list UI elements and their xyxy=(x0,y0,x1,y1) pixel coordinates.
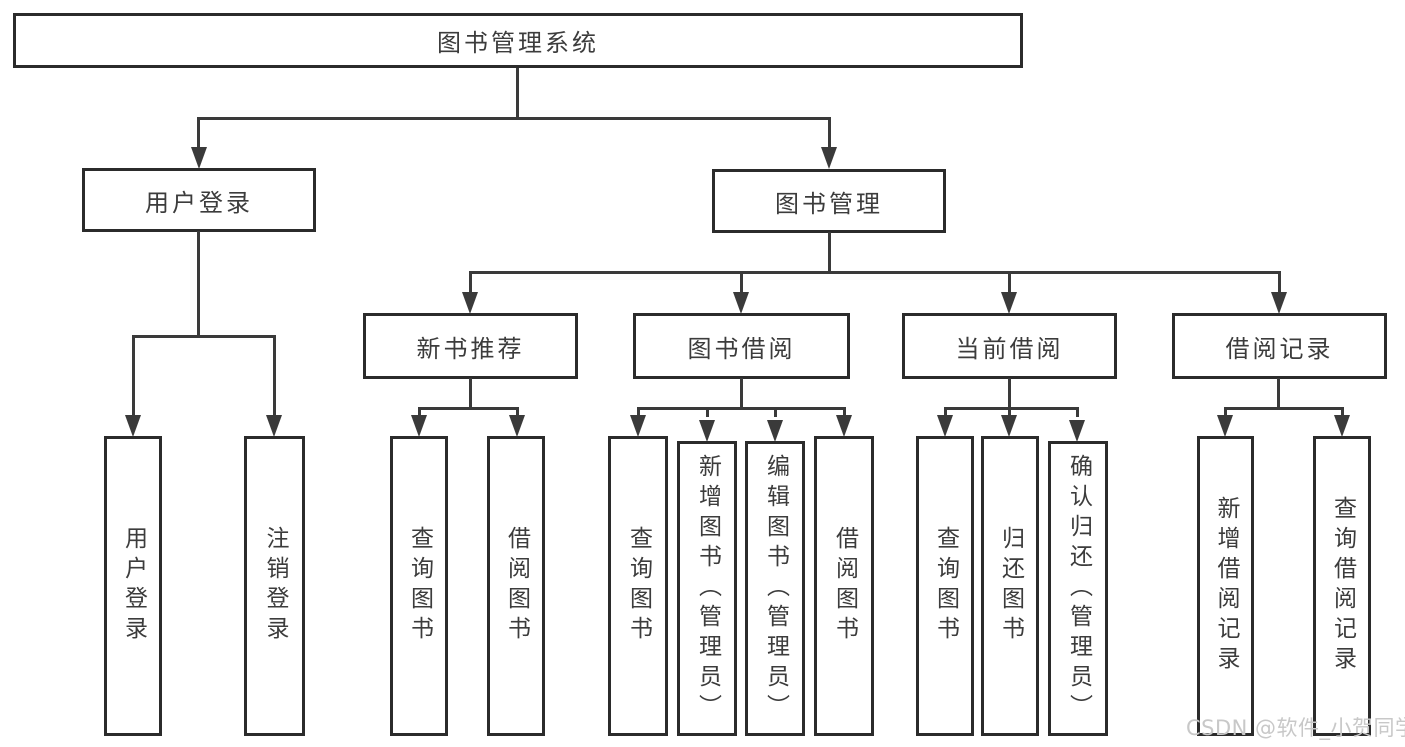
node-book-management-branch: 图书管理 xyxy=(712,169,946,233)
arrow-down-icon xyxy=(937,415,953,437)
connector-user-login-right-stem xyxy=(273,335,276,416)
connector-level2-left-stem xyxy=(197,117,200,149)
arrow-down-icon xyxy=(509,415,525,437)
node-leaf-current-confirm-return: 确认归还（管理员） xyxy=(1048,441,1108,736)
arrow-down-icon xyxy=(836,415,852,437)
node-leaf-records-query-record: 查询借阅记录 xyxy=(1313,436,1371,736)
connector-user-login-left-stem xyxy=(132,335,135,416)
node-leaf-recommend-query-books: 查询图书 xyxy=(390,436,448,736)
node-borrowing-records: 借阅记录 xyxy=(1172,313,1387,379)
connector-level3-stem xyxy=(1008,271,1011,293)
connector-root-stem xyxy=(516,68,519,119)
arrow-down-icon xyxy=(821,147,837,169)
connector-recommend-leaf-stem xyxy=(418,407,421,417)
connector-current-leaf-stem xyxy=(1008,407,1011,417)
arrow-down-icon xyxy=(411,415,427,437)
arrow-down-icon xyxy=(630,415,646,437)
connector-recommend-stem xyxy=(469,378,472,409)
node-leaf-borrowing-add-books: 新增图书（管理员） xyxy=(677,441,737,736)
connector-records-leaf-stem xyxy=(1341,407,1344,417)
arrow-down-icon xyxy=(125,415,141,437)
node-leaf-user-login: 用户登录 xyxy=(104,436,162,736)
connector-recommend-leaf-stem xyxy=(516,407,519,417)
node-leaf-borrowing-edit-books: 编辑图书（管理员） xyxy=(745,441,805,736)
connector-current-stem xyxy=(1008,378,1011,409)
connector-records-hline xyxy=(1224,407,1344,410)
arrow-down-icon xyxy=(462,292,478,314)
connector-level3-stem xyxy=(1278,271,1281,293)
watermark: CSDN @软件_小贺同学 xyxy=(1186,716,1405,740)
node-leaf-current-query-books: 查询图书 xyxy=(916,436,974,736)
connector-level3-stem xyxy=(740,271,743,293)
arrow-down-icon xyxy=(1217,415,1233,437)
node-leaf-borrowing-query-books: 查询图书 xyxy=(608,436,668,736)
connector-recommend-hline xyxy=(418,407,519,410)
node-leaf-current-return-books: 归还图书 xyxy=(981,436,1039,736)
node-leaf-logout: 注销登录 xyxy=(244,436,305,736)
node-current-borrowing: 当前借阅 xyxy=(902,313,1117,379)
connector-user-login-hline xyxy=(132,335,276,338)
connector-borrowing-leaf-stem xyxy=(843,407,846,417)
arrow-down-icon xyxy=(1001,415,1017,437)
arrow-down-icon xyxy=(191,147,207,169)
node-book-borrowing: 图书借阅 xyxy=(633,313,850,379)
arrow-down-icon xyxy=(266,415,282,437)
arrow-down-icon xyxy=(1001,292,1017,314)
connector-borrowing-leaf-stem xyxy=(637,407,640,417)
arrow-down-icon xyxy=(1334,415,1350,437)
arrow-down-icon xyxy=(767,420,783,442)
connector-records-stem xyxy=(1277,378,1280,409)
connector-current-leaf-stem xyxy=(944,407,947,417)
connector-current-hline xyxy=(944,407,1079,410)
arrow-down-icon xyxy=(733,292,749,314)
connector-borrowing-stem xyxy=(740,378,743,409)
connector-user-login-stem xyxy=(197,231,200,338)
node-leaf-borrowing-borrow-books: 借阅图书 xyxy=(814,436,874,736)
node-leaf-records-add-record: 新增借阅记录 xyxy=(1197,436,1254,736)
arrow-down-icon xyxy=(699,420,715,442)
connector-book-mgmt-stem xyxy=(828,232,831,273)
connector-level2-hline xyxy=(197,117,831,120)
connector-level3-hline xyxy=(469,271,1281,274)
connector-records-leaf-stem xyxy=(1224,407,1227,417)
node-user-login-branch: 用户登录 xyxy=(82,168,316,232)
arrow-down-icon xyxy=(1271,292,1287,314)
arrow-down-icon xyxy=(1069,420,1085,442)
connector-borrowing-hline xyxy=(637,407,846,410)
connector-level3-stem xyxy=(469,271,472,293)
node-root: 图书管理系统 xyxy=(13,13,1023,68)
node-new-book-recommend: 新书推荐 xyxy=(363,313,578,379)
connector-borrowing-leaf-stem xyxy=(706,407,709,417)
connector-level2-right-stem xyxy=(828,117,831,149)
connector-current-leaf-stem xyxy=(1076,407,1079,417)
node-leaf-recommend-borrow-books: 借阅图书 xyxy=(487,436,545,736)
connector-borrowing-leaf-stem xyxy=(774,407,777,417)
